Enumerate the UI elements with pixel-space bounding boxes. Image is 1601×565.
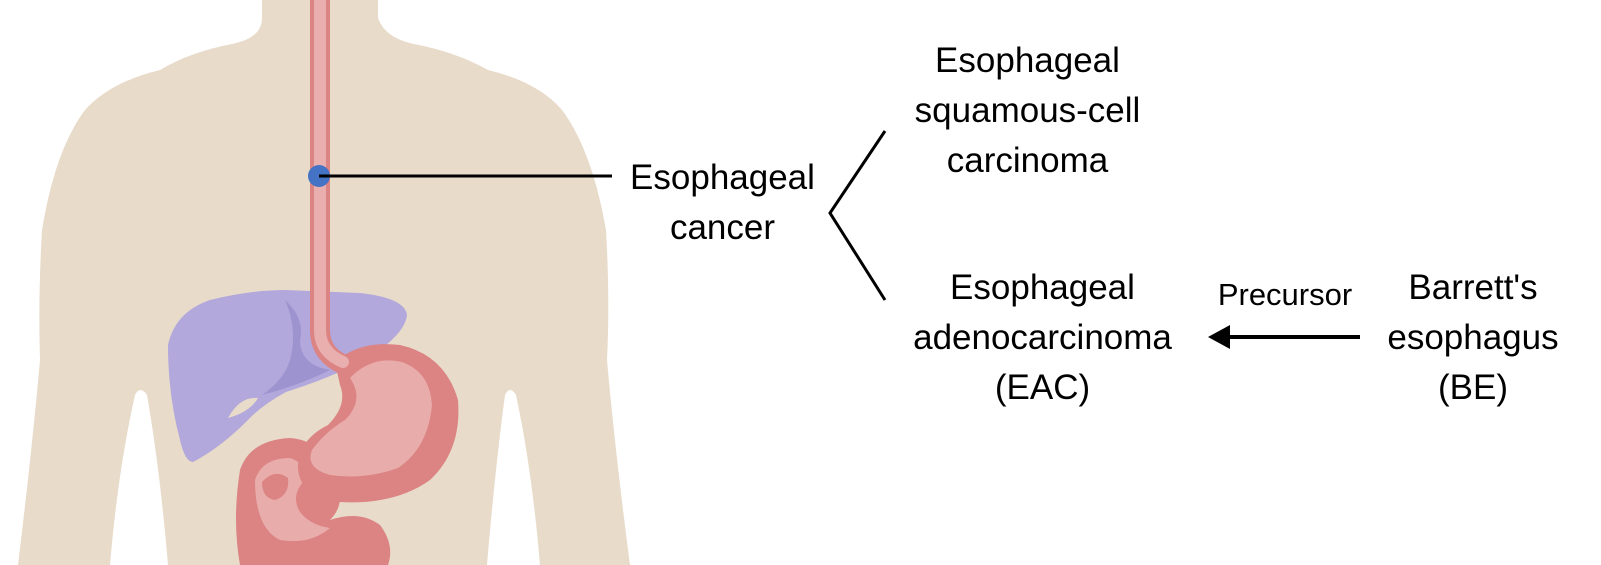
barretts-esophagus-label: Barrett's esophagus (BE): [1375, 263, 1571, 413]
intestine: [236, 438, 391, 565]
esophageal-cancer-line-1: Esophageal: [630, 158, 815, 197]
adenocarcinoma-line-1: Esophageal: [950, 268, 1135, 307]
squamous-cell-line-1: Esophageal: [935, 41, 1120, 80]
adenocarcinoma-line-2: adenocarcinoma: [913, 318, 1172, 357]
esophagus: [310, 0, 355, 375]
barretts-line-1: Barrett's: [1408, 268, 1538, 307]
squamous-cell-line-3: carcinoma: [946, 141, 1109, 180]
precursor-arrow: [1208, 325, 1360, 349]
branch-lines: [828, 130, 887, 301]
barretts-line-2: esophagus: [1387, 318, 1559, 357]
squamous-cell-line-2: squamous-cell: [914, 91, 1141, 130]
esophageal-cancer-line-2: cancer: [669, 208, 776, 247]
squamous-cell-carcinoma-label: Esophageal squamous-cell carcinoma: [895, 36, 1160, 186]
adenocarcinoma-line-3: (EAC): [994, 368, 1091, 407]
precursor-text: Precursor: [1217, 277, 1353, 312]
esophageal-cancer-label: Esophageal cancer: [620, 153, 825, 253]
liver: [168, 290, 407, 462]
barretts-line-3: (BE): [1438, 368, 1508, 407]
precursor-label: Precursor: [1205, 275, 1365, 315]
adenocarcinoma-label: Esophageal adenocarcinoma (EAC): [895, 263, 1190, 413]
stomach: [298, 344, 459, 503]
